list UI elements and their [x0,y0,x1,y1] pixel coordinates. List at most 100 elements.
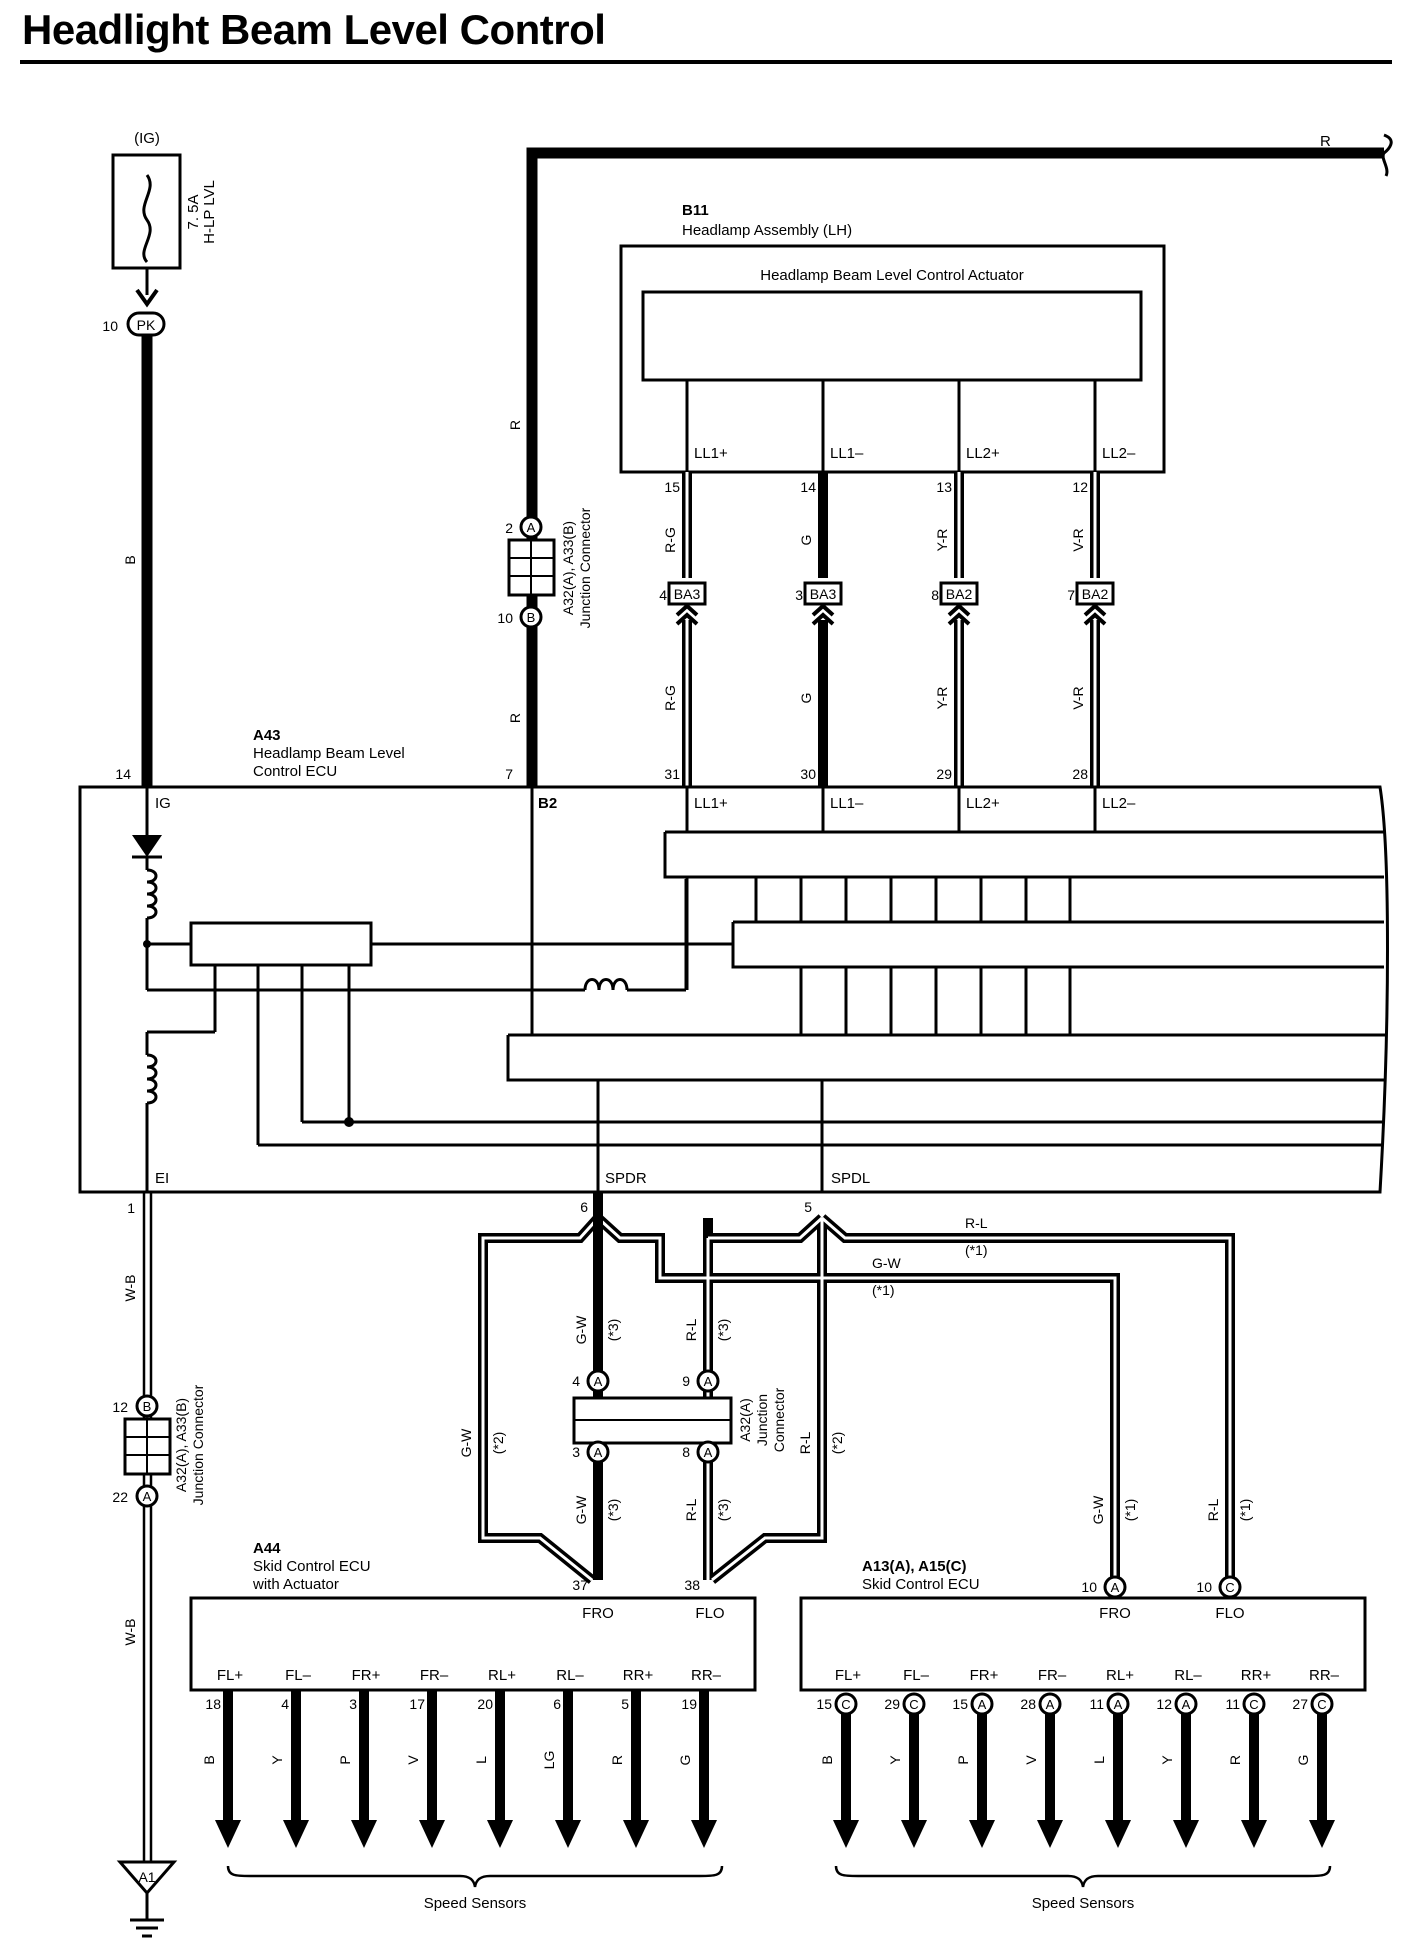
ecu-spdr-label: SPDR [605,1170,647,1187]
fuse-rating-label: 7. 5A [185,194,202,229]
wire-color: V-R [1070,528,1086,551]
fuse-block: (IG) 7. 5A H-LP LVL 10 PK B 14 [102,130,218,787]
arrow-down-icon [1105,1820,1131,1848]
svg-text:(*1): (*1) [965,1242,988,1258]
ecu-ig-label: IG [155,795,171,812]
arrow-down-icon [969,1820,995,1848]
arrow-down-icon [901,1820,927,1848]
skid-terminal: RR–19G [677,1667,722,1848]
svg-text:G-W: G-W [458,1428,474,1458]
terminal-pin: 3 [349,1696,357,1712]
connector-pin: 3 [795,587,803,603]
svg-text:A32(A), A33(B): A32(A), A33(B) [560,521,576,615]
brace-icon [226,1865,724,1888]
svg-text:FRO: FRO [1099,1605,1131,1622]
wire-color: LG [541,1751,557,1770]
ecu-code: A43 [253,727,281,744]
headlamp-box [619,244,1166,474]
ecu-name: Headlamp Beam Level [253,745,405,762]
ecu-name-2: Control ECU [253,763,337,780]
arrow-down-icon [1309,1820,1335,1848]
svg-text:(*1): (*1) [1122,1499,1138,1522]
fuse-source-label: (IG) [134,130,160,147]
terminal-label: RL– [1174,1667,1202,1684]
wire-color: L [473,1756,489,1764]
svg-text:A: A [594,1374,603,1389]
terminal-pin: 17 [409,1696,425,1712]
svg-text:R-L: R-L [1205,1499,1221,1522]
skid-terminal: FR–17V [405,1667,449,1848]
fuse-connector-label: PK [137,317,156,333]
svg-text:6: 6 [580,1199,588,1215]
terminal-label: FR+ [352,1667,381,1684]
wire-color: Y [887,1755,903,1765]
svg-text:Junction: Junction [754,1394,770,1446]
svg-text:(*2): (*2) [490,1432,506,1455]
svg-text:10: 10 [1081,1579,1097,1595]
svg-text:G-W: G-W [1090,1495,1106,1525]
svg-text:R-L: R-L [797,1432,813,1455]
junction-connector-mid: 4 A 9 A 3 A 8 A A32(A) Junction Connecto… [572,1369,787,1464]
ecu-ig-pin: 14 [115,766,131,782]
svg-text:2: 2 [505,520,513,536]
connector-label: A [1182,1697,1191,1712]
svg-text:R-L: R-L [683,1319,699,1342]
arrow-down-icon [1241,1820,1267,1848]
coil-icon [583,978,629,991]
terminal-pin: 15 [952,1696,968,1712]
svg-text:5: 5 [804,1199,812,1215]
terminal-label: LL1– [830,445,864,462]
skid-terminal: RL+20L [473,1667,516,1848]
ecu-b2-label: B2 [538,795,557,812]
wire-color: R-G [662,527,678,553]
ecu-a43: A43 Headlamp Beam Level Control ECU IG B… [78,727,1389,1194]
terminal-label: LL2– [1102,445,1136,462]
connector-pin: 7 [1067,587,1075,603]
terminal-label: RL+ [1106,1667,1134,1684]
arrow-down-icon [691,1820,717,1848]
power-wire-color: R [1320,133,1331,150]
skid-terminal: FL+18B [201,1667,243,1848]
ecu-pin: 30 [800,766,816,782]
page-title: Headlight Beam Level Control [22,6,606,53]
skid-terminal: FL–4Y [269,1667,312,1848]
ecu-terminal-label: LL1+ [694,795,728,812]
svg-text:Skid Control ECU: Skid Control ECU [862,1576,980,1593]
svg-text:(*3): (*3) [715,1319,731,1342]
terminal-pin: 11 [1089,1696,1104,1712]
svg-text:Junction Connector: Junction Connector [577,507,593,628]
svg-text:W-B: W-B [122,1275,138,1302]
ecu-pin: 29 [936,766,952,782]
svg-text:Skid Control ECU: Skid Control ECU [253,1558,371,1575]
ground-circuit: 1 W-B W-B 12 B 22 A A32(A), A33(B) Junct… [112,1192,206,1938]
arrow-down-icon [1173,1820,1199,1848]
svg-text:(*3): (*3) [605,1319,621,1342]
svg-text:G-W: G-W [872,1255,902,1271]
connector-chevron-icon [947,603,971,617]
wire-color: G [677,1755,693,1766]
actuator-label: Headlamp Beam Level Control Actuator [760,267,1023,284]
skid-ecu-a13: A13(A), A15(C) Skid Control ECU 10 A 10 … [799,1558,1367,1912]
arrow-down-icon [351,1820,377,1848]
terminal-label: RR+ [623,1667,654,1684]
terminal-pin: 6 [553,1696,561,1712]
svg-text:10: 10 [497,610,513,626]
connector-chevron-icon [675,603,699,617]
arrow-down-icon [487,1820,513,1848]
skid-terminal: RL–6LG [541,1667,584,1848]
connector-pin: 4 [659,587,667,603]
skid-ecu-a44: A44 Skid Control ECU with Actuator 37 38… [189,1540,757,1912]
terminal-pin: 28 [1020,1696,1036,1712]
coil-icon [146,1053,158,1105]
svg-text:(*2): (*2) [829,1432,845,1455]
terminal-pin: 27 [1292,1696,1308,1712]
svg-text:R-L: R-L [683,1499,699,1522]
terminal-label: RR+ [1241,1667,1272,1684]
